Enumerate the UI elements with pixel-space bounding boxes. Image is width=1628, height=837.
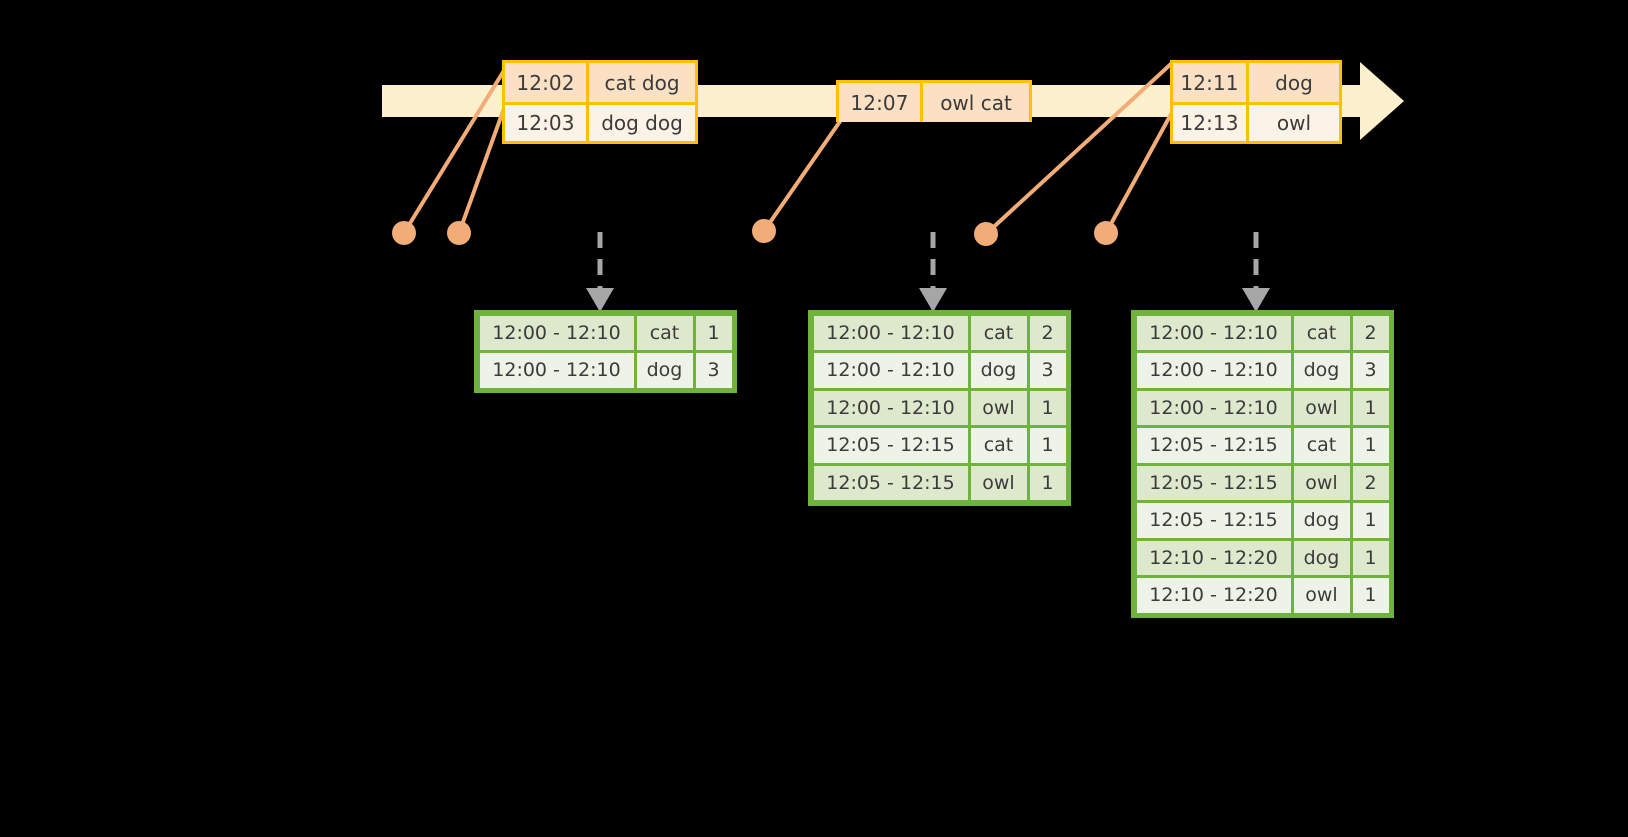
cell-key: dog <box>1293 353 1350 388</box>
event-time: 12:11 <box>1173 63 1249 102</box>
cell-window: 12:00 - 12:10 <box>1136 353 1291 388</box>
table-row[interactable]: 12:00 - 12:10 dog 3 <box>812 352 1067 390</box>
cell-count: 1 <box>1029 465 1066 500</box>
cell-key: owl <box>1293 465 1350 500</box>
table-row[interactable]: 12:00 - 12:10 dog 3 <box>478 352 733 390</box>
cell-window: 12:00 - 12:10 <box>813 315 968 350</box>
event-value: dog dog <box>601 111 683 135</box>
cell-count: 1 <box>1029 390 1066 425</box>
cell-window: 12:00 - 12:10 <box>813 390 968 425</box>
emit-arrow-head-3 <box>1242 288 1270 312</box>
cell-window: 12:00 - 12:10 <box>1136 315 1291 350</box>
cell-key: owl <box>970 465 1027 500</box>
cell-window: 12:05 - 12:15 <box>813 428 968 463</box>
event-row[interactable]: 12:13 owl <box>1173 102 1339 141</box>
cell-count: 3 <box>1029 353 1066 388</box>
cell-count: 1 <box>1352 578 1389 613</box>
connector-dot-5 <box>1094 221 1118 245</box>
event-value: dog <box>1275 70 1313 95</box>
result-table-2[interactable]: 12:00 - 12:10 cat 2 12:00 - 12:10 dog 3 … <box>808 310 1071 506</box>
cell-count: 1 <box>1352 428 1389 463</box>
cell-count: 2 <box>1029 315 1066 350</box>
cell-window: 12:05 - 12:15 <box>1136 428 1291 463</box>
table-row[interactable]: 12:00 - 12:10 dog 3 <box>1135 352 1390 390</box>
cell-key: dog <box>1293 540 1350 575</box>
table-row[interactable]: 12:05 - 12:15 owl 1 <box>812 464 1067 502</box>
event-value: owl cat <box>940 90 1012 115</box>
event-time: 12:03 <box>505 105 589 141</box>
cell-count: 3 <box>695 353 732 388</box>
event-group-2[interactable]: 12:07 owl cat <box>836 80 1032 122</box>
emit-arrows <box>597 232 1259 292</box>
cell-key: owl <box>970 390 1027 425</box>
connector-line-1 <box>402 62 510 235</box>
cell-key: owl <box>1293 390 1350 425</box>
cell-window: 12:00 - 12:10 <box>479 315 634 350</box>
event-value: cat dog <box>604 70 680 95</box>
cell-key: cat <box>1293 428 1350 463</box>
event-group-1[interactable]: 12:02 cat dog 12:03 dog dog <box>502 60 698 144</box>
connector-line-2 <box>457 101 508 235</box>
cell-count: 1 <box>695 315 732 350</box>
cell-key: dog <box>1293 503 1350 538</box>
cell-key: cat <box>636 315 693 350</box>
event-row[interactable]: 12:02 cat dog <box>505 63 695 102</box>
event-value: owl <box>1276 111 1312 135</box>
table-row[interactable]: 12:00 - 12:10 cat 1 <box>478 314 733 352</box>
table-row[interactable]: 12:00 - 12:10 cat 2 <box>1135 314 1390 352</box>
connector-dot-1 <box>392 221 416 245</box>
event-time: 12:13 <box>1173 105 1249 141</box>
cell-window: 12:00 - 12:10 <box>813 353 968 388</box>
cell-count: 3 <box>1352 353 1389 388</box>
result-table-3[interactable]: 12:00 - 12:10 cat 2 12:00 - 12:10 dog 3 … <box>1131 310 1394 618</box>
cell-window: 12:10 - 12:20 <box>1136 578 1291 613</box>
cell-window: 12:05 - 12:15 <box>1136 465 1291 500</box>
cell-count: 2 <box>1352 315 1389 350</box>
connector-dot-2 <box>447 221 471 245</box>
connector-line-3 <box>762 118 843 233</box>
cell-count: 1 <box>1029 428 1066 463</box>
cell-key: owl <box>1293 578 1350 613</box>
cell-key: cat <box>970 315 1027 350</box>
cell-count: 2 <box>1352 465 1389 500</box>
table-row[interactable]: 12:00 - 12:10 cat 2 <box>812 314 1067 352</box>
table-row[interactable]: 12:05 - 12:15 owl 2 <box>1135 464 1390 502</box>
event-row[interactable]: 12:03 dog dog <box>505 102 695 141</box>
event-time: 12:02 <box>505 63 589 102</box>
event-row[interactable]: 12:07 owl cat <box>839 83 1029 122</box>
table-row[interactable]: 12:05 - 12:15 dog 1 <box>1135 502 1390 540</box>
connector-dot-4 <box>974 222 998 246</box>
table-row[interactable]: 12:00 - 12:10 owl 1 <box>812 389 1067 427</box>
cell-count: 1 <box>1352 503 1389 538</box>
table-row[interactable]: 12:10 - 12:20 dog 1 <box>1135 539 1390 577</box>
event-time: 12:07 <box>839 83 923 122</box>
cell-count: 1 <box>1352 390 1389 425</box>
emit-arrow-head-1 <box>586 288 614 312</box>
cell-count: 1 <box>1352 540 1389 575</box>
table-row[interactable]: 12:10 - 12:20 owl 1 <box>1135 577 1390 615</box>
cell-key: dog <box>970 353 1027 388</box>
cell-window: 12:00 - 12:10 <box>479 353 634 388</box>
emit-arrow-heads <box>586 288 1270 312</box>
table-row[interactable]: 12:05 - 12:15 cat 1 <box>812 427 1067 465</box>
cell-window: 12:10 - 12:20 <box>1136 540 1291 575</box>
event-row[interactable]: 12:11 dog <box>1173 63 1339 102</box>
cell-window: 12:00 - 12:10 <box>1136 390 1291 425</box>
connector-dot-3 <box>752 219 776 243</box>
table-row[interactable]: 12:05 - 12:15 cat 1 <box>1135 427 1390 465</box>
result-table-1[interactable]: 12:00 - 12:10 cat 1 12:00 - 12:10 dog 3 <box>474 310 737 393</box>
connector-line-5 <box>1104 103 1178 235</box>
table-row[interactable]: 12:00 - 12:10 owl 1 <box>1135 389 1390 427</box>
emit-arrow-head-2 <box>919 288 947 312</box>
cell-key: dog <box>636 353 693 388</box>
event-group-3[interactable]: 12:11 dog 12:13 owl <box>1170 60 1342 144</box>
cell-window: 12:05 - 12:15 <box>1136 503 1291 538</box>
cell-window: 12:05 - 12:15 <box>813 465 968 500</box>
cell-key: cat <box>1293 315 1350 350</box>
cell-key: cat <box>970 428 1027 463</box>
